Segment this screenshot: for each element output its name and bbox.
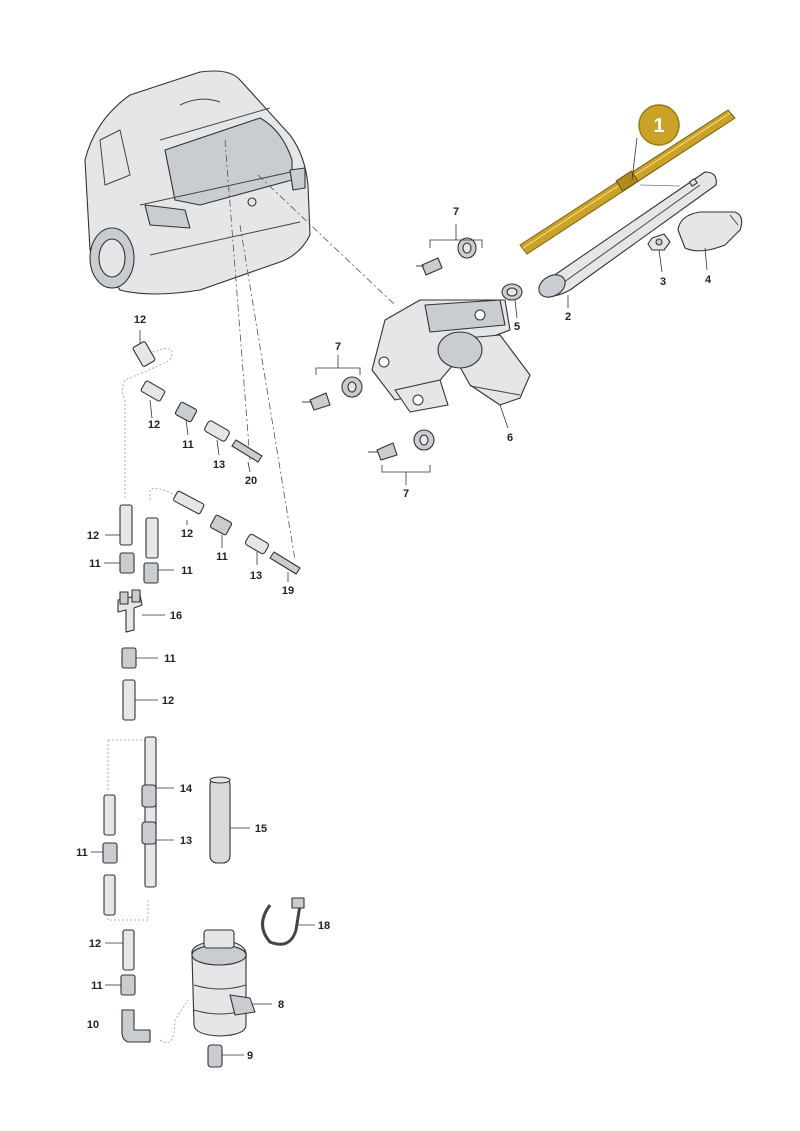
callout-14: 14 xyxy=(180,783,193,795)
callout-7-left: 7 xyxy=(335,341,341,353)
callout-11-f: 11 xyxy=(76,847,88,859)
callout-labels: 1 2 3 4 5 6 7 7 7 12 12 11 13 20 12 11 1… xyxy=(76,104,712,1062)
callout-7-top: 7 xyxy=(453,206,459,218)
callout-8: 8 xyxy=(278,999,284,1011)
callout-20: 20 xyxy=(245,475,257,487)
callout-9: 9 xyxy=(247,1050,253,1062)
callout-3: 3 xyxy=(660,276,666,288)
mounting-stud-group-bottom xyxy=(368,429,435,461)
callout-12-d: 12 xyxy=(181,528,193,540)
callout-11-d: 11 xyxy=(216,551,228,563)
leader-lines xyxy=(91,137,708,1056)
cable-tie xyxy=(261,897,305,946)
hose-segments xyxy=(103,341,205,971)
grommet-5 xyxy=(501,283,523,301)
callout-12-c: 12 xyxy=(87,530,99,542)
t-piece xyxy=(117,589,143,633)
callout-13-c: 13 xyxy=(180,835,192,847)
callout-11-e: 11 xyxy=(164,653,176,665)
callout-12-f: 12 xyxy=(89,938,101,950)
mounting-stud-group-left xyxy=(302,376,363,411)
callout-13-a: 13 xyxy=(213,459,225,471)
callout-2: 2 xyxy=(565,311,571,323)
elbow-connector xyxy=(121,1009,151,1043)
filter xyxy=(209,776,231,864)
washer-pump xyxy=(191,929,256,1068)
callout-12-e: 12 xyxy=(162,695,174,707)
callout-12-a: 12 xyxy=(134,314,146,326)
callout-1: 1 xyxy=(653,115,664,137)
callout-11-c: 11 xyxy=(181,565,193,577)
callout-11-a: 11 xyxy=(182,439,194,451)
callout-15: 15 xyxy=(255,823,267,835)
callout-1-highlighted: 1 xyxy=(638,104,680,146)
callout-6: 6 xyxy=(507,432,513,444)
callout-19: 19 xyxy=(282,585,294,597)
callout-4: 4 xyxy=(705,274,712,286)
wiper-motor xyxy=(371,299,531,413)
callout-18: 18 xyxy=(318,920,330,932)
wiper-arm xyxy=(538,171,717,298)
callout-11-b: 11 xyxy=(89,558,101,570)
vehicle-rear-illustration xyxy=(84,70,311,295)
callout-10: 10 xyxy=(87,1019,99,1031)
connectors xyxy=(141,420,269,845)
nozzles xyxy=(231,439,301,575)
hose-routing xyxy=(107,348,189,1043)
cap xyxy=(677,211,743,252)
mounting-stud-group-top xyxy=(416,237,477,276)
callout-7-bottom: 7 xyxy=(403,488,409,500)
callout-13-b: 13 xyxy=(250,570,262,582)
callout-5: 5 xyxy=(514,321,520,333)
nut xyxy=(647,233,671,251)
couplings xyxy=(102,401,233,996)
callout-11-g: 11 xyxy=(91,980,103,992)
callout-12-b: 12 xyxy=(148,419,160,431)
callout-16: 16 xyxy=(170,610,182,622)
